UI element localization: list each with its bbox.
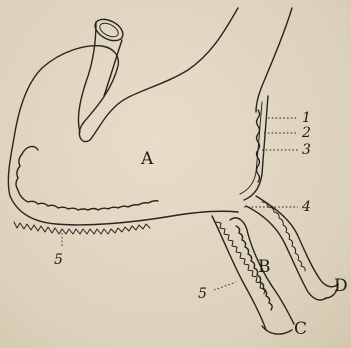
leader-5b	[214, 282, 236, 290]
label-5-left: 5	[54, 252, 63, 268]
duct-b-opening-c	[262, 326, 292, 334]
label-4: 4	[301, 199, 311, 215]
neck-tube-left	[78, 22, 96, 132]
label-2: 2	[301, 125, 311, 141]
duct-d-left-wall	[246, 206, 326, 300]
neck-tube-right	[104, 40, 122, 96]
label-c: C	[294, 319, 307, 339]
neck-tube-inner-opening	[98, 20, 121, 39]
upper-right-wall	[256, 8, 292, 112]
sac-outer-wall	[8, 8, 238, 225]
label-5-right: 5	[198, 286, 207, 302]
label-1: 1	[302, 110, 311, 126]
label-3: 3	[302, 142, 311, 158]
epithelium-bottom	[14, 222, 150, 234]
label-b: B	[258, 257, 271, 277]
label-d: D	[334, 276, 348, 296]
sac-inner-top-left	[22, 147, 38, 154]
sac-inner-lining	[16, 154, 158, 210]
label-a: A	[140, 149, 154, 169]
